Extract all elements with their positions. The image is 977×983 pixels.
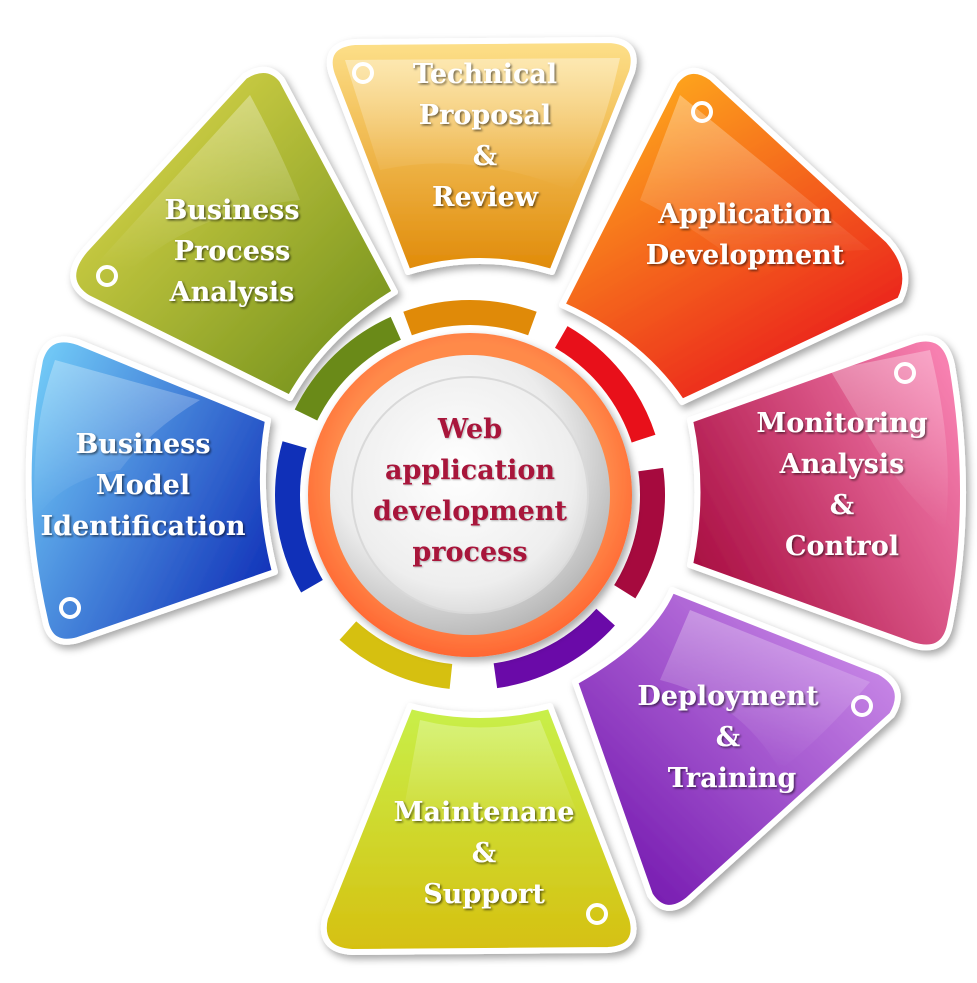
bullet-icon (352, 62, 374, 84)
center-label-line: development (373, 496, 567, 527)
bullet-icon (894, 362, 916, 384)
bullet-icon (59, 597, 81, 619)
band-segment-maintenance-support (339, 615, 454, 689)
center-label-line: process (412, 537, 527, 568)
petal-label-line: Business (75, 429, 210, 460)
center-label-line: application (385, 455, 555, 486)
center-hub: Web application development process (300, 325, 640, 665)
petal-technical-proposal-review[interactable]: Technical Proposal & Review (326, 37, 637, 275)
petal-business-model-identification[interactable]: Business Model Identification (25, 336, 278, 645)
svg-text:Model: Model (96, 470, 190, 501)
petal-label-line: Technical (413, 59, 557, 90)
svg-text:Control: Control (785, 531, 899, 562)
svg-text:Proposal: Proposal (419, 100, 551, 131)
svg-text:Web: Web (437, 414, 502, 445)
petal-label-line: Training (668, 763, 797, 794)
svg-text:Business: Business (75, 429, 210, 460)
svg-text:Review: Review (432, 182, 539, 213)
svg-text:&: & (716, 722, 740, 753)
svg-text:Process: Process (174, 236, 291, 267)
petal-label-line: Analysis (169, 277, 295, 308)
petal-maintenance-support[interactable]: Maintenane & Support (320, 703, 637, 955)
petal-label-line: Identification (41, 511, 246, 542)
petal-label-line: Application (657, 199, 832, 230)
petal-label-line: Review (432, 182, 539, 213)
petal-label-line: Support (423, 879, 545, 910)
band-segment-deployment-training (492, 603, 615, 689)
petal-deployment-training[interactable]: Deployment & Training (572, 587, 901, 911)
svg-text:Maintenane: Maintenane (394, 797, 575, 828)
petal-label-line: Proposal (419, 100, 551, 131)
svg-text:Analysis: Analysis (779, 449, 905, 480)
petal-label-line: & (830, 490, 854, 521)
svg-text:&: & (472, 838, 496, 869)
petal-monitoring-analysis-control[interactable]: Monitoring Analysis & Control (687, 335, 967, 651)
svg-text:&: & (473, 141, 497, 172)
svg-text:Deployment: Deployment (637, 681, 819, 712)
svg-text:application: application (385, 455, 555, 486)
petal-business-process-analysis[interactable]: Business Process Analysis (70, 67, 398, 401)
svg-text:process: process (412, 537, 527, 568)
svg-text:&: & (830, 490, 854, 521)
bullet-icon (851, 695, 873, 717)
band-segment-business-process-analysis (294, 316, 405, 424)
svg-text:Training: Training (668, 763, 797, 794)
svg-text:Support: Support (423, 879, 545, 910)
petal-label-line: Monitoring (756, 408, 927, 439)
petal-label-line: Business (164, 195, 299, 226)
center-label-line: Web (437, 414, 502, 445)
petal-label-line: Model (96, 470, 190, 501)
svg-text:Identification: Identification (41, 511, 246, 542)
petal-label-line: Development (646, 240, 845, 271)
petal-label-line: & (716, 722, 740, 753)
svg-text:Business: Business (164, 195, 299, 226)
svg-text:development: development (373, 496, 567, 527)
svg-text:Technical: Technical (413, 59, 557, 90)
petal-label-line: & (473, 141, 497, 172)
bullet-icon (586, 903, 608, 925)
svg-text:Analysis: Analysis (169, 277, 295, 308)
svg-text:Development: Development (646, 240, 845, 271)
petal-label-line: Deployment (637, 681, 819, 712)
petal-label-line: Maintenane (394, 797, 575, 828)
svg-text:Application: Application (657, 199, 832, 230)
petal-label-line: Analysis (779, 449, 905, 480)
petal-label-line: Process (174, 236, 291, 267)
petal-label-line: & (472, 838, 496, 869)
bullet-icon (96, 265, 118, 287)
band-segment-application-development (551, 326, 656, 445)
petal-application-development[interactable]: Application Development (559, 68, 909, 405)
bullet-icon (691, 101, 713, 123)
petal-label-line: Control (785, 531, 899, 562)
petal-group: Technical Proposal & Review Application … (25, 37, 967, 955)
svg-text:Monitoring: Monitoring (756, 408, 927, 439)
